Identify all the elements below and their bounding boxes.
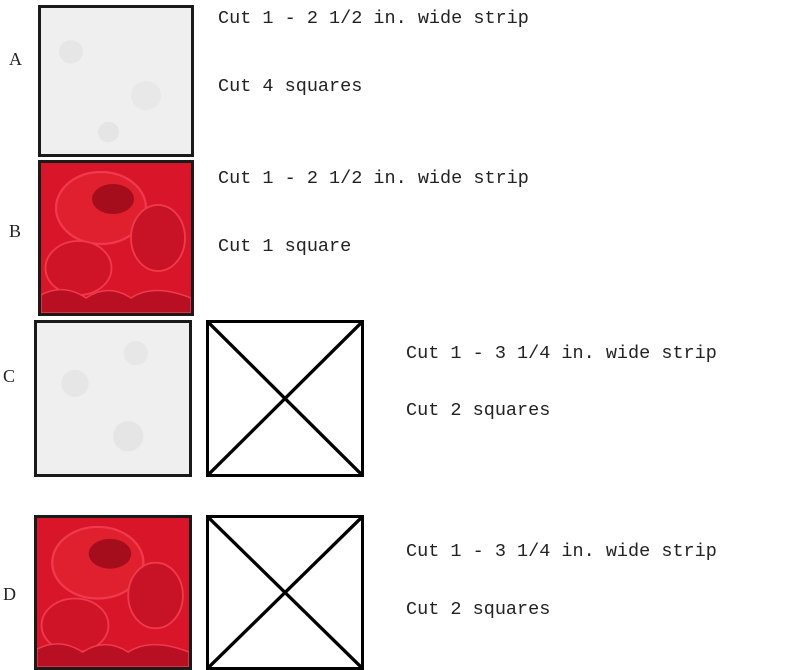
instruction-b-squares: Cut 1 square <box>218 238 351 257</box>
white-fabric-swatch-c <box>34 320 192 477</box>
instruction-c-squares: Cut 2 squares <box>406 402 550 421</box>
red-rose-fabric-texture <box>37 518 189 667</box>
instruction-a-strip: Cut 1 - 2 1/2 in. wide strip <box>218 10 529 29</box>
white-fabric-texture <box>41 8 191 154</box>
row-letter-a: A <box>9 50 22 68</box>
row-letter-c: C <box>3 367 15 385</box>
red-fabric-swatch-b <box>38 160 194 316</box>
white-fabric-swatch-a <box>38 5 194 157</box>
row-letter-b: B <box>9 222 21 240</box>
quarter-square-cut-diagram-d <box>206 515 364 670</box>
diagonal-cross-icon <box>209 518 361 667</box>
red-fabric-swatch-d <box>34 515 192 670</box>
diagonal-cross-icon <box>209 323 361 474</box>
instruction-a-squares: Cut 4 squares <box>218 78 362 97</box>
white-fabric-texture <box>37 323 189 474</box>
red-rose-fabric-texture <box>41 163 191 313</box>
instruction-b-strip: Cut 1 - 2 1/2 in. wide strip <box>218 170 529 189</box>
quarter-square-cut-diagram-c <box>206 320 364 477</box>
instruction-c-strip: Cut 1 - 3 1/4 in. wide strip <box>406 345 717 364</box>
instruction-d-squares: Cut 2 squares <box>406 601 550 620</box>
row-letter-d: D <box>3 585 16 603</box>
instruction-d-strip: Cut 1 - 3 1/4 in. wide strip <box>406 543 717 562</box>
